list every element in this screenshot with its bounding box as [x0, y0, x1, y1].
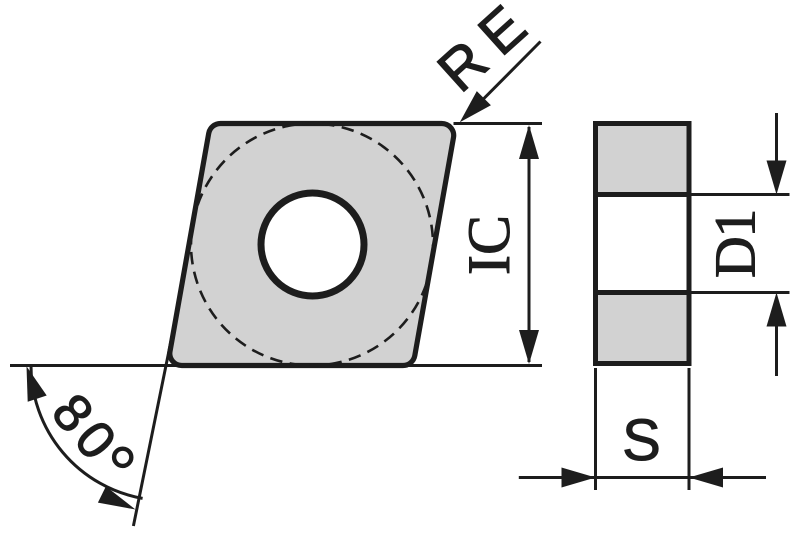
svg-text:S: S — [622, 408, 661, 473]
svg-text:IC: IC — [456, 215, 522, 275]
svg-text:D1: D1 — [703, 210, 768, 278]
